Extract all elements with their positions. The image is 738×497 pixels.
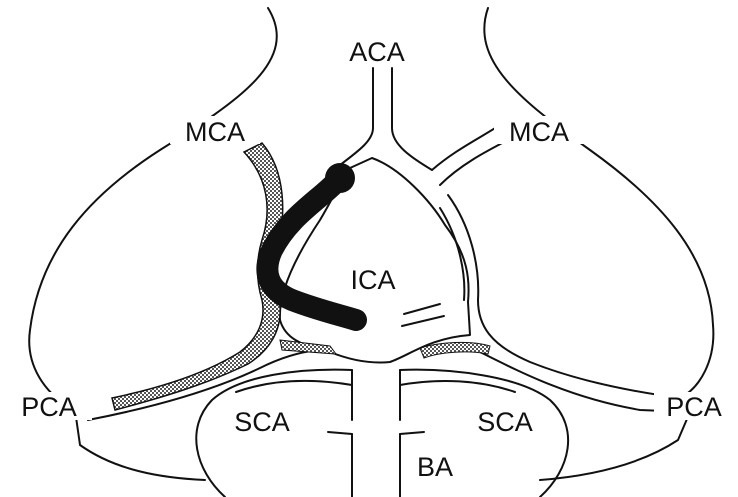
aca-vessel-right-wall bbox=[392, 68, 432, 170]
right-cerebellar-lobe bbox=[540, 412, 690, 480]
basilar-right-notch bbox=[400, 432, 424, 434]
pca-left-label: PCA bbox=[21, 392, 77, 422]
left-cerebellar-lobe bbox=[75, 410, 205, 480]
mca-left-label: MCA bbox=[185, 117, 245, 147]
right-pcom-junction-b bbox=[402, 316, 444, 326]
aca-label: ACA bbox=[349, 37, 405, 67]
ica-label: ICA bbox=[350, 265, 395, 295]
basilar-left-notch bbox=[328, 432, 352, 434]
occlusion-tip bbox=[325, 163, 355, 193]
right-hemisphere-contour bbox=[484, 8, 713, 398]
left-posterior-stippled-segment bbox=[280, 340, 336, 354]
left-hemisphere-contour bbox=[29, 8, 277, 410]
pca-right-label: PCA bbox=[666, 392, 722, 422]
right-pcom-junction-a bbox=[404, 304, 440, 314]
sca-left-label: SCA bbox=[234, 407, 290, 437]
ica-chamber-outline bbox=[280, 158, 470, 363]
right-sca-inner-wall bbox=[400, 381, 515, 392]
left-sca-inner-wall bbox=[236, 381, 352, 392]
right-mca-lower-wall bbox=[440, 140, 508, 185]
ba-label: BA bbox=[417, 452, 453, 482]
right-pcom-outer-wall bbox=[448, 195, 680, 398]
sca-right-label: SCA bbox=[477, 407, 533, 437]
mca-right-label: MCA bbox=[509, 117, 569, 147]
aca-vessel-left-wall bbox=[340, 68, 373, 165]
